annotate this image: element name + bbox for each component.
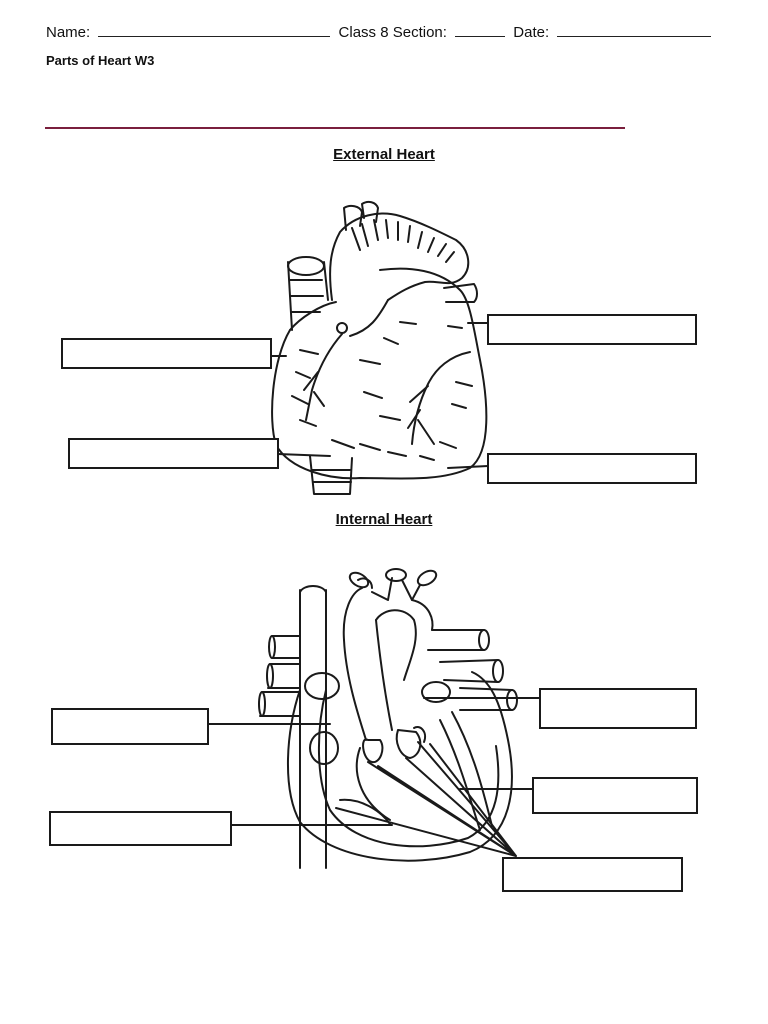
divider-rule	[45, 127, 625, 129]
label-box-internal-left-upper[interactable]	[51, 708, 209, 745]
label-box-internal-left-lower[interactable]	[49, 811, 232, 846]
class-section-label: Class 8 Section:	[338, 24, 447, 41]
internal-heart-drawing	[258, 568, 518, 869]
worksheet-title: Parts of Heart W3	[46, 53, 155, 68]
label-box-external-right-lower[interactable]	[487, 453, 697, 484]
label-box-internal-right-lower[interactable]	[502, 857, 683, 892]
label-box-internal-right-upper[interactable]	[539, 688, 697, 729]
label-box-external-left-lower[interactable]	[68, 438, 279, 469]
external-heart-title: External Heart	[333, 146, 435, 163]
label-box-external-right-upper[interactable]	[487, 314, 697, 345]
student-info-line: Name: Class 8 Section: Date:	[46, 24, 715, 41]
label-box-internal-right-middle[interactable]	[532, 777, 698, 814]
external-heart-drawing	[271, 200, 488, 495]
section-blank[interactable]	[455, 35, 506, 37]
label-box-external-left-upper[interactable]	[61, 338, 272, 369]
internal-heart-title: Internal Heart	[335, 511, 433, 528]
name-blank[interactable]	[98, 35, 331, 37]
date-blank[interactable]	[557, 35, 712, 37]
date-label: Date:	[513, 24, 550, 41]
name-label: Name:	[46, 24, 91, 41]
